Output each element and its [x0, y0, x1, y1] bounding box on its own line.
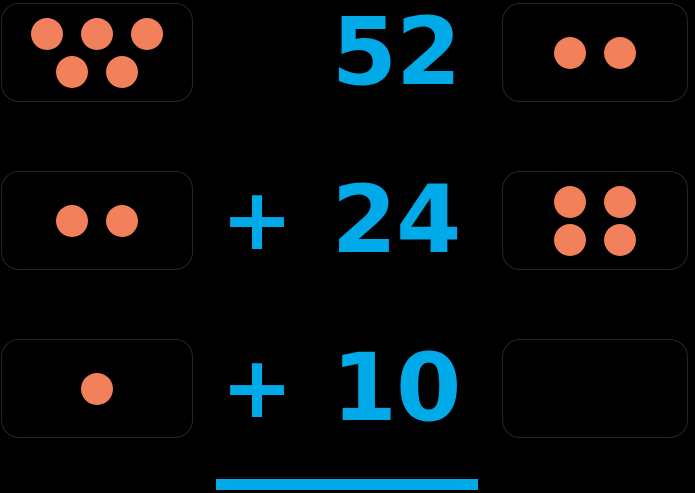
dot [554, 36, 586, 69]
ones-dot-box-row-3[interactable] [502, 339, 688, 438]
dot-row [554, 36, 636, 69]
dot-row [56, 55, 138, 88]
dot [81, 372, 113, 405]
dot-row [554, 185, 636, 218]
tens-dot-box-row-3[interactable] [1, 339, 193, 438]
problem-row-1: 52 [0, 3, 695, 103]
tens-dot-box-row-2[interactable] [1, 171, 193, 270]
dot [131, 17, 163, 50]
dot-cluster [2, 340, 192, 437]
ones-dot-box-row-2[interactable] [502, 171, 688, 270]
problem-row-3: + 10 [0, 339, 695, 439]
dot-row [56, 204, 138, 237]
ones-dot-box-row-1[interactable] [502, 3, 688, 102]
number-row-2: 24 [331, 166, 462, 275]
operator-row-3: + [220, 338, 294, 438]
dot-cluster [2, 172, 192, 269]
dot [106, 55, 138, 88]
dot [604, 36, 636, 69]
dot-row [554, 223, 636, 256]
tens-dot-box-row-1[interactable] [1, 3, 193, 102]
dot [554, 223, 586, 256]
dot-cluster [2, 4, 192, 101]
number-row-1: 52 [331, 0, 462, 107]
dot [106, 204, 138, 237]
dot-row [31, 17, 163, 50]
dot-row [81, 372, 113, 405]
dot [604, 185, 636, 218]
number-row-3: 10 [331, 334, 462, 443]
dot-cluster [503, 172, 687, 269]
dot [56, 55, 88, 88]
dot [56, 204, 88, 237]
dot [31, 17, 63, 50]
sum-rule-line [216, 479, 478, 490]
dot [604, 223, 636, 256]
operator-row-2: + [220, 170, 294, 270]
problem-row-2: + 24 [0, 171, 695, 271]
dot [554, 185, 586, 218]
dot-cluster [503, 4, 687, 101]
dot-cluster-empty [503, 340, 687, 437]
dot [81, 17, 113, 50]
